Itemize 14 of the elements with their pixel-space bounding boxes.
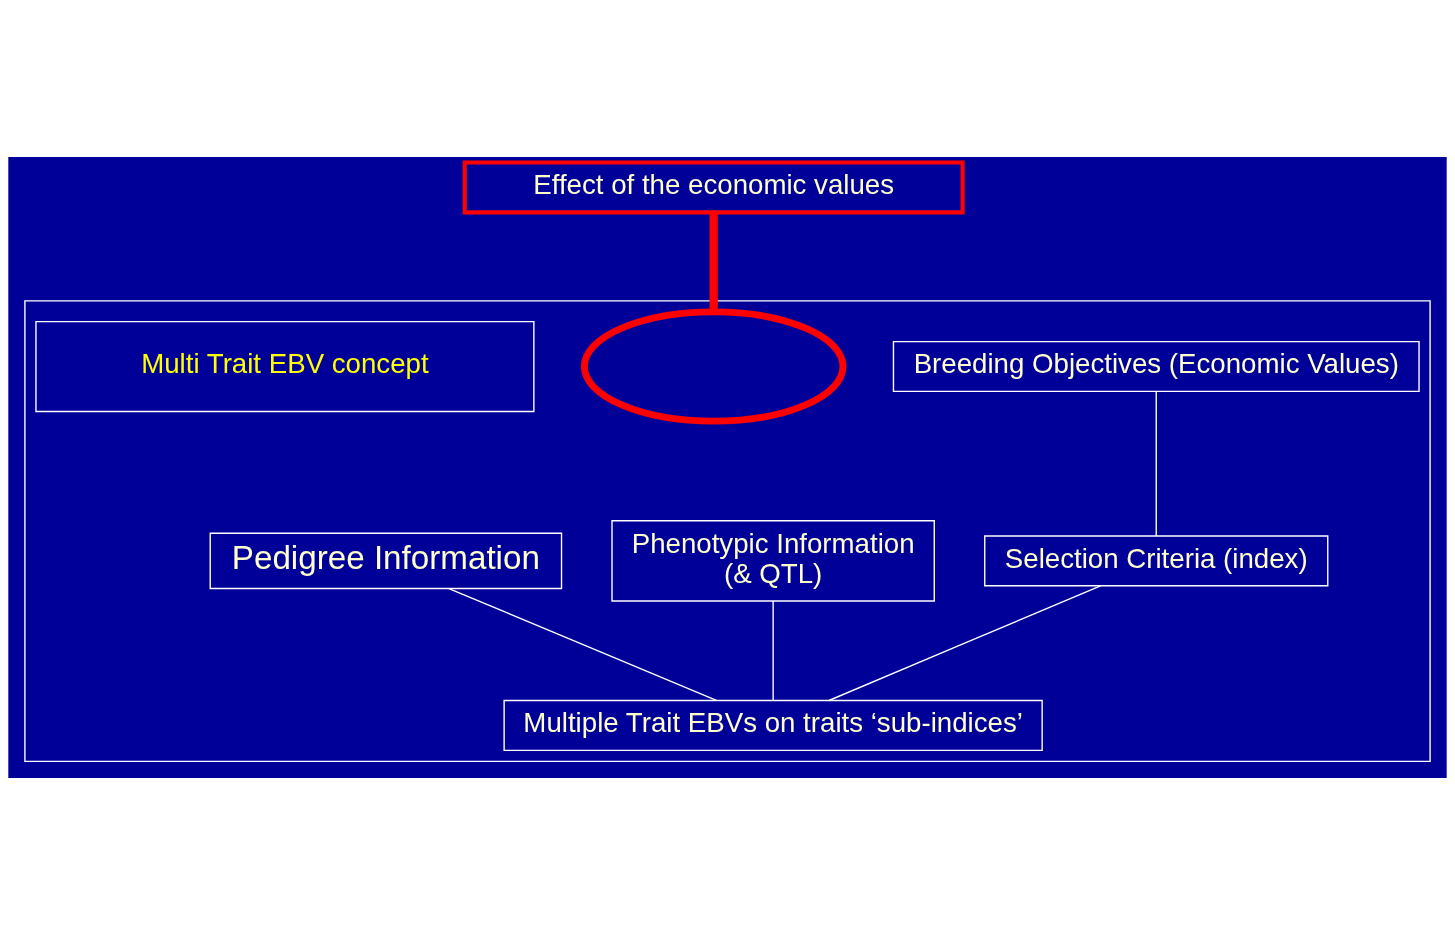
node-box: Breeding Objectives (Economic Values) <box>892 340 1420 392</box>
node-circle <box>580 307 847 425</box>
node-box: Multi Trait EBV concept <box>35 320 535 412</box>
connector <box>828 584 1102 701</box>
node-box: Multiple Trait EBVs on traits ‘sub-indices’ <box>503 699 1043 751</box>
connector <box>772 599 774 701</box>
cluster <box>24 299 1431 762</box>
node-box: Pedigree Information <box>209 532 563 589</box>
node-box: Selection Criteria (index) <box>984 534 1329 586</box>
node-box: Phenotypic Information (& QTL) <box>611 519 935 602</box>
node-box: Effect of the economic values <box>462 159 965 214</box>
connector <box>709 212 718 312</box>
connector <box>448 587 718 701</box>
connector <box>1155 390 1157 537</box>
